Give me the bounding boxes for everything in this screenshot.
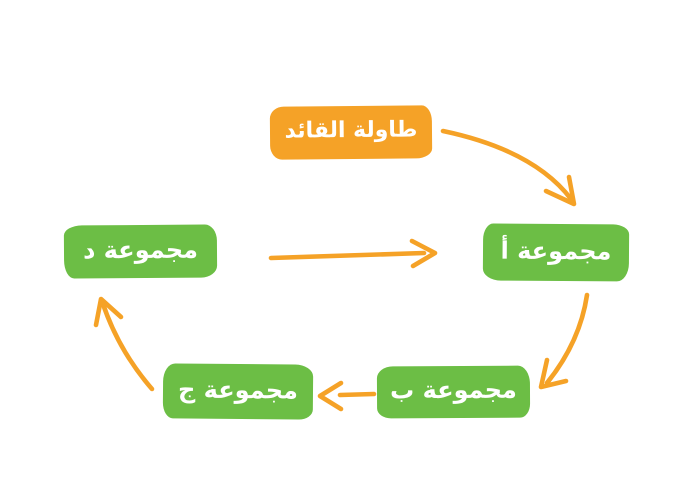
arrow-head-icon <box>409 238 438 269</box>
node-group-c-label: مجموعة ج <box>177 374 299 405</box>
node-group-a-label: مجموعة أ <box>500 236 612 265</box>
node-leader-table: طاولة القائد <box>269 105 433 160</box>
arrow-leader-to-group-a <box>440 128 577 207</box>
arrow-head-icon <box>93 296 124 328</box>
arrow-shaft <box>440 128 574 202</box>
arrow-head-icon <box>317 380 344 412</box>
arrow-shaft <box>544 292 590 386</box>
arrow-group-c-to-group-d <box>93 296 155 392</box>
arrow-group-d-to-group-a <box>268 238 438 269</box>
arrow-group-b-to-group-c <box>317 380 377 412</box>
node-group-b-label: مجموعة ب <box>390 375 517 405</box>
arrow-shaft <box>268 250 427 261</box>
arrow-head-icon <box>543 174 577 207</box>
arrow-shaft <box>99 298 155 392</box>
node-group-d: مجموعة د <box>63 224 218 279</box>
node-leader-table-label: طاولة القائد <box>284 116 418 144</box>
node-group-b: مجموعة ب <box>376 365 531 419</box>
node-group-c: مجموعة ج <box>162 363 314 420</box>
arrow-group-a-to-group-b <box>538 292 590 390</box>
arrow-head-icon <box>538 357 569 390</box>
arrow-shaft <box>337 391 377 398</box>
node-group-d-label: مجموعة د <box>82 235 199 264</box>
node-group-a: مجموعة أ <box>482 223 630 282</box>
